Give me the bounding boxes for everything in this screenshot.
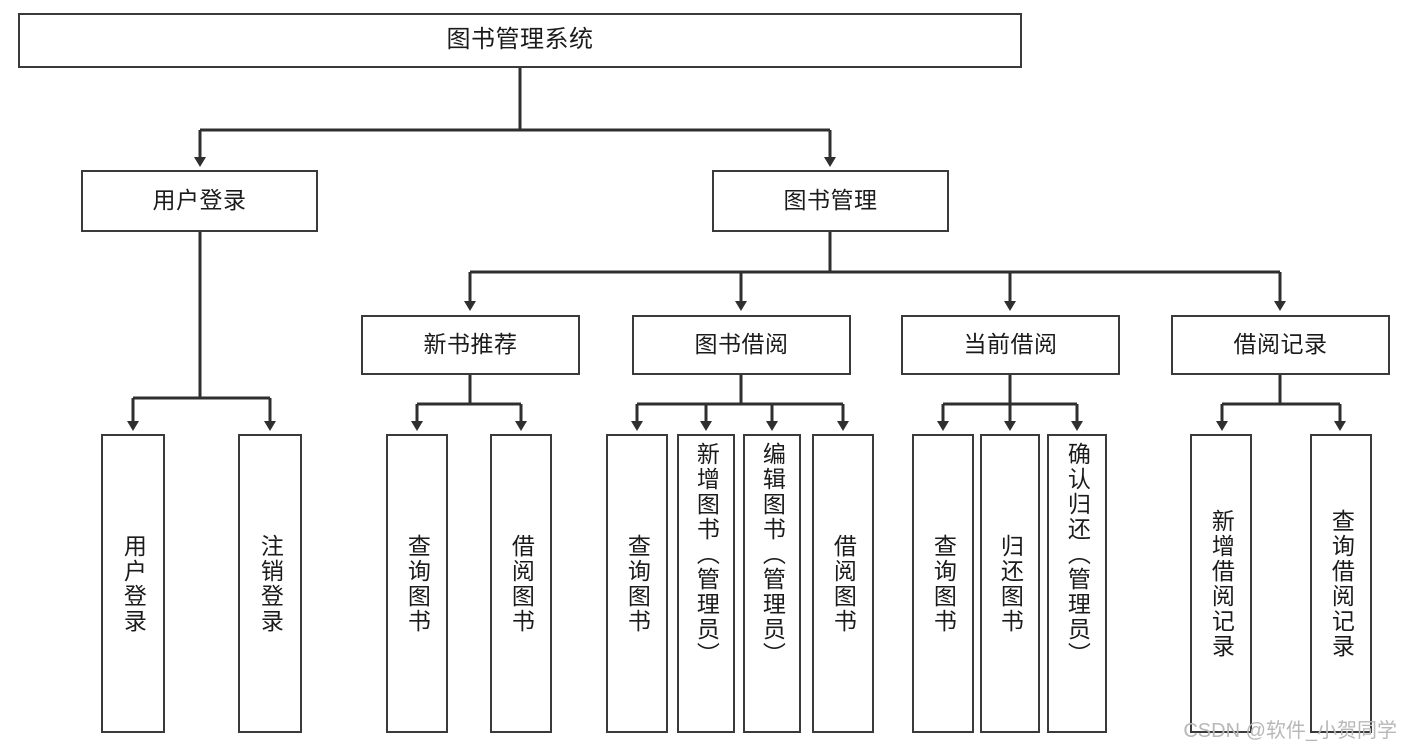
node-current-borrow[interactable]: 当前借阅 bbox=[901, 315, 1120, 375]
node-new-book-rec[interactable]: 新书推荐 bbox=[361, 315, 580, 375]
node-leaf-edit-book-admin[interactable]: 编辑图书（管理员） bbox=[743, 434, 801, 733]
node-leaf-borrow-book-1-label: 借阅图书 bbox=[508, 533, 535, 634]
node-leaf-add-book-admin-label: 新增图书（管理员） bbox=[693, 442, 720, 667]
node-borrow-record[interactable]: 借阅记录 bbox=[1171, 315, 1390, 375]
node-leaf-query-book-1[interactable]: 查询图书 bbox=[386, 434, 448, 733]
node-root-label: 图书管理系统 bbox=[446, 26, 594, 54]
node-leaf-add-record[interactable]: 新增借阅记录 bbox=[1190, 434, 1252, 733]
node-leaf-confirm-return-admin-label: 确认归还（管理员） bbox=[1064, 442, 1091, 667]
node-leaf-query-book-3-label: 查询图书 bbox=[930, 533, 957, 634]
node-new-book-rec-label: 新书推荐 bbox=[423, 331, 518, 358]
node-book-borrow[interactable]: 图书借阅 bbox=[632, 315, 851, 375]
node-leaf-borrow-book-1[interactable]: 借阅图书 bbox=[490, 434, 552, 733]
node-leaf-query-book-2-label: 查询图书 bbox=[624, 533, 651, 634]
node-leaf-add-book-admin[interactable]: 新增图书（管理员） bbox=[677, 434, 735, 733]
node-leaf-query-record[interactable]: 查询借阅记录 bbox=[1310, 434, 1372, 733]
node-leaf-query-book-3[interactable]: 查询图书 bbox=[912, 434, 974, 733]
node-leaf-return-book-label: 归还图书 bbox=[997, 533, 1024, 634]
node-borrow-record-label: 借阅记录 bbox=[1233, 331, 1328, 358]
node-book-manage-label: 图书管理 bbox=[783, 187, 878, 214]
node-user-login[interactable]: 用户登录 bbox=[81, 170, 318, 232]
node-current-borrow-label: 当前借阅 bbox=[963, 331, 1058, 358]
node-leaf-return-book[interactable]: 归还图书 bbox=[980, 434, 1040, 733]
node-leaf-edit-book-admin-label: 编辑图书（管理员） bbox=[759, 442, 786, 667]
node-root[interactable]: 图书管理系统 bbox=[18, 13, 1022, 68]
node-book-manage[interactable]: 图书管理 bbox=[712, 170, 949, 232]
node-leaf-confirm-return-admin[interactable]: 确认归还（管理员） bbox=[1047, 434, 1107, 733]
node-leaf-borrow-book-2-label: 借阅图书 bbox=[830, 533, 857, 634]
node-leaf-query-record-label: 查询借阅记录 bbox=[1328, 508, 1355, 659]
node-leaf-user-logout-label: 注销登录 bbox=[257, 533, 284, 634]
node-leaf-user-login[interactable]: 用户登录 bbox=[101, 434, 165, 733]
node-leaf-borrow-book-2[interactable]: 借阅图书 bbox=[812, 434, 874, 733]
node-leaf-add-record-label: 新增借阅记录 bbox=[1208, 508, 1235, 659]
node-leaf-query-book-2[interactable]: 查询图书 bbox=[606, 434, 668, 733]
node-leaf-user-logout[interactable]: 注销登录 bbox=[238, 434, 302, 733]
node-leaf-user-login-label: 用户登录 bbox=[120, 533, 147, 634]
node-user-login-label: 用户登录 bbox=[152, 187, 247, 214]
node-book-borrow-label: 图书借阅 bbox=[694, 331, 789, 358]
node-leaf-query-book-1-label: 查询图书 bbox=[404, 533, 431, 634]
watermark: CSDN @软件_小贺同学 bbox=[1183, 720, 1397, 742]
